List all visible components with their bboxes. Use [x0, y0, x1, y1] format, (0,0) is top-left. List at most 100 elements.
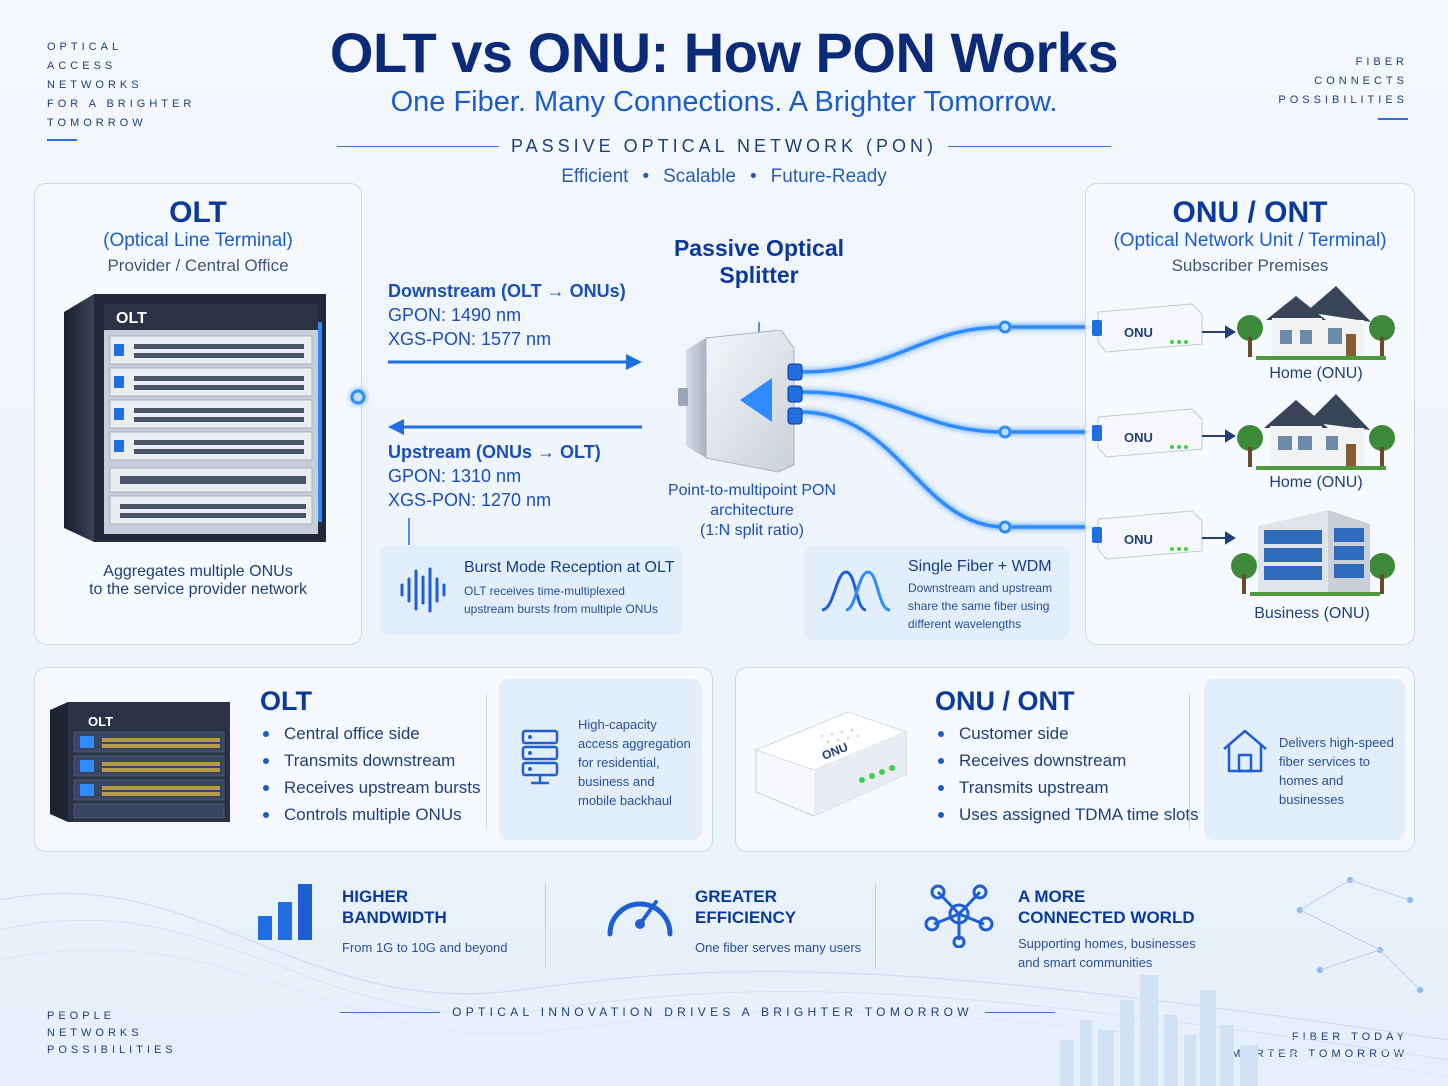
gauge-icon: [602, 880, 678, 949]
olt-caption: Aggregates multiple ONUs to the service …: [34, 563, 362, 599]
tag: Efficient: [561, 166, 629, 187]
card-line: access aggregation: [578, 736, 691, 751]
wavelength-peaks-icon: [821, 570, 891, 612]
olt-title: OLT: [169, 196, 227, 229]
onu-device: ONU: [1092, 509, 1204, 566]
olt-caption-line: to the service provider network: [89, 581, 307, 598]
card-line: mobile backhaul: [578, 793, 672, 808]
onu-summary-title: ONU / ONT: [935, 686, 1075, 716]
list-item: Receives upstream bursts: [260, 774, 481, 801]
feature-text: One fiber serves many users: [695, 940, 862, 955]
olt-capacity-text: High-capacity access aggregation for res…: [578, 715, 691, 810]
onu-device-label: ONU: [1124, 532, 1153, 547]
list-item: Uses assigned TDMA time slots: [935, 801, 1199, 828]
branch-fiber-3: [799, 410, 1095, 529]
wdm-card-line: Downstream and upstream: [908, 581, 1053, 595]
olt-caption-line: Aggregates multiple ONUs: [103, 563, 293, 580]
upstream-title: Upstream (ONUs → OLT): [388, 442, 601, 462]
corner-rule: [47, 139, 77, 141]
fiber-node: [350, 389, 366, 405]
corner-text: CONNECTS: [1314, 75, 1408, 87]
endpoint-label: Home (ONU): [1269, 474, 1363, 491]
footer-tagline: OPTICAL INNOVATION DRIVES A BRIGHTER TOM…: [452, 1005, 973, 1019]
burst-card-text: OLT receives time-multiplexed upstream b…: [464, 582, 658, 618]
feature-title-line: BANDWIDTH: [342, 908, 447, 927]
splitter-caption-line: Point-to-multipoint PON: [667, 482, 837, 499]
divider: [337, 146, 499, 147]
onu-location: Subscriber Premises: [1171, 256, 1329, 275]
list-item: Transmits downstream: [260, 747, 481, 774]
fiber-node: [998, 520, 1012, 534]
feature-title: A MORE CONNECTED WORLD: [1018, 886, 1195, 928]
divider: [340, 1012, 440, 1013]
onu-device-label: ONU: [1124, 430, 1153, 445]
olt-capacity-card: High-capacity access aggregation for res…: [499, 679, 702, 840]
page-title: OLT vs ONU: How PON Works: [329, 21, 1119, 84]
page-subtitle: One Fiber. Many Connections. A Brighter …: [390, 86, 1058, 118]
tag: Future-Ready: [770, 166, 887, 187]
olt-bullet-list: Central office side Transmits downstream…: [260, 720, 481, 828]
feature-title: HIGHER BANDWIDTH: [342, 886, 447, 928]
list-item: Transmits upstream: [935, 774, 1199, 801]
tag-row: Efficient•Scalable•Future-Ready: [561, 166, 887, 187]
onu-device-label: ONU: [1124, 325, 1153, 340]
splitter-title-line: Splitter: [719, 262, 799, 288]
olt-subtitle: (Optical Line Terminal): [103, 230, 293, 251]
burst-card-line: upstream bursts from multiple ONUs: [464, 602, 659, 616]
list-item: Receives downstream: [935, 747, 1199, 774]
server-stack-icon: [521, 729, 559, 785]
device-arrows: [1202, 325, 1236, 545]
feature-title-line: GREATER: [695, 887, 777, 906]
onu-small-device: ONU: [752, 710, 910, 825]
corner-text: ACCESS: [47, 60, 117, 72]
onu-bullet-list: Customer side Receives downstream Transm…: [935, 720, 1199, 828]
endpoint-label: Home (ONU): [1269, 365, 1363, 382]
corner-text: NETWORKS: [47, 1027, 143, 1039]
waveform-icon: [400, 567, 446, 613]
olt-small-label: OLT: [88, 714, 113, 729]
splitter-title-line: Passive Optical: [673, 235, 845, 261]
feature-title-line: CONNECTED WORLD: [1018, 908, 1195, 927]
divider: [948, 146, 1111, 147]
splitter-triangle-icon: [740, 378, 772, 422]
feature-text-line: Supporting homes, businesses: [1018, 936, 1196, 951]
splitter-caption-line: architecture: [710, 502, 794, 519]
house-outline-icon: [1223, 729, 1267, 773]
pon-label: PASSIVE OPTICAL NETWORK (PON): [510, 136, 938, 156]
divider: [1189, 693, 1190, 829]
card-line: Delivers high-speed: [1279, 735, 1394, 750]
corner-text: OPTICAL: [47, 41, 123, 53]
onu-subtitle: (Optical Network Unit / Terminal): [1113, 230, 1387, 251]
background-waves: [0, 876, 1448, 1086]
divider: [545, 883, 546, 969]
divider: [875, 883, 876, 969]
onu-device: ONU: [1092, 302, 1204, 359]
corner-text: PEOPLE: [47, 1010, 116, 1022]
divider: [486, 693, 487, 829]
corner-bottom-left: PEOPLE NETWORKS POSSIBILITIES: [47, 1008, 177, 1059]
network-hub-icon: [924, 880, 994, 953]
corner-text: POSSIBILITIES: [47, 1044, 177, 1056]
feature-text: Supporting homes, businesses and smart c…: [1018, 934, 1196, 972]
olt-summary-title: OLT: [260, 686, 312, 716]
corner-text: FOR A BRIGHTER: [47, 98, 196, 110]
endpoint-label: Business (ONU): [1254, 605, 1370, 622]
feature-title-line: EFFICIENCY: [695, 908, 797, 927]
olt-rack-device: OLT: [64, 292, 336, 552]
downstream-xgs: XGS-PON: 1577 nm: [388, 329, 552, 349]
fiber-node: [998, 320, 1012, 334]
olt-small-device: OLT: [50, 700, 236, 829]
olt-rack-label: OLT: [116, 310, 147, 327]
divider: [985, 1012, 1055, 1013]
wdm-card-line: different wavelengths: [908, 617, 1022, 631]
house-icon: [1236, 282, 1396, 365]
branch-fiber-1: [799, 325, 1095, 374]
branch-fiber-2: [799, 390, 1095, 434]
burst-mode-card: Burst Mode Reception at OLT OLT receives…: [380, 545, 683, 635]
card-line: business and: [578, 774, 655, 789]
card-line: homes and businesses: [1279, 773, 1345, 807]
downstream-title: Downstream (OLT → ONUs): [388, 281, 626, 301]
wdm-card-title: Single Fiber + WDM: [908, 558, 1052, 575]
office-building-icon: [1230, 506, 1396, 601]
card-line: for residential,: [578, 755, 660, 770]
